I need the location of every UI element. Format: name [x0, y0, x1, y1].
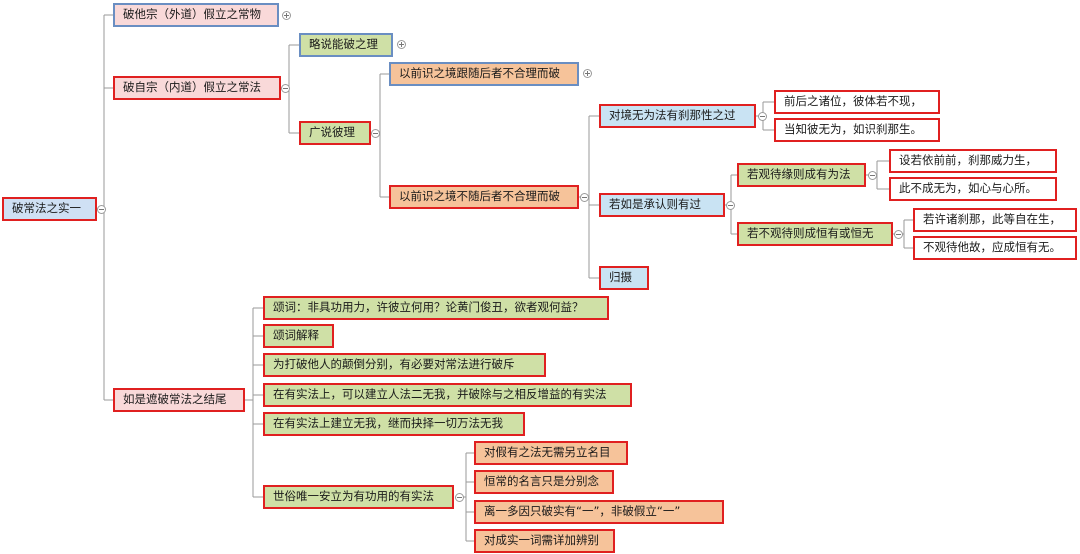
- verse-line[interactable]: 此不成无为，如心与心所。: [889, 177, 1057, 201]
- node-verse[interactable]: 颂词：非具功用力，许彼立何用？论黄门俊丑，欲者观何益？: [263, 296, 609, 320]
- collapse-toggle-icon[interactable]: [455, 493, 464, 502]
- verse-line[interactable]: 不观待他故，应成恒有无。: [913, 236, 1077, 260]
- verse-line[interactable]: 当知彼无为，如识刹那生。: [774, 118, 940, 142]
- collapse-toggle-icon[interactable]: [580, 193, 589, 202]
- collapse-toggle-icon[interactable]: [726, 201, 735, 210]
- node-establish-all-selflessness[interactable]: 在有实法上建立无我，继而抉择一切万法无我: [263, 412, 525, 436]
- node-establish-two-selflessness[interactable]: 在有实法上，可以建立人法二无我，并破除与之相反增益的有实法: [263, 383, 632, 407]
- collapse-toggle-icon[interactable]: [281, 84, 290, 93]
- collapse-toggle-icon[interactable]: [868, 171, 877, 180]
- node-worldly-point[interactable]: 恒常的名言只是分别念: [474, 470, 614, 494]
- node-unconditioned-fault[interactable]: 对境无为法有刹那性之过: [599, 104, 756, 128]
- branch-outer-school[interactable]: 破他宗（外道）假立之常物: [113, 3, 279, 27]
- branch-inner-school[interactable]: 破自宗（内道）假立之常法: [113, 76, 281, 100]
- verse-line[interactable]: 前后之诸位，彼体若不现，: [774, 90, 940, 114]
- node-follow-later[interactable]: 以前识之境跟随后者不合理而破: [389, 62, 579, 86]
- node-summary[interactable]: 归摄: [599, 266, 649, 290]
- node-worldly-point[interactable]: 对成实一词需详加辨别: [474, 529, 615, 553]
- collapse-toggle-icon[interactable]: [97, 205, 106, 214]
- node-worldly-point[interactable]: 离一多因只破实有“一”，非破假立“一”: [474, 500, 724, 524]
- node-worldly-point[interactable]: 对假有之法无需另立名目: [474, 441, 628, 465]
- node-not-follow-later[interactable]: 以前识之境不随后者不合理而破: [389, 185, 579, 209]
- node-brief-explanation[interactable]: 略说能破之理: [299, 33, 393, 57]
- expand-toggle-icon[interactable]: [397, 40, 406, 49]
- collapse-toggle-icon[interactable]: [758, 112, 767, 121]
- collapse-toggle-icon[interactable]: [894, 230, 903, 239]
- node-refute-reason[interactable]: 为打破他人的颠倒分别，有必要对常法进行破斥: [263, 353, 546, 377]
- node-accept-fault[interactable]: 若如是承认则有过: [599, 193, 725, 217]
- node-not-depend[interactable]: 若不观待则成恒有或恒无: [737, 222, 893, 246]
- node-extensive-explanation[interactable]: 广说彼理: [299, 121, 371, 145]
- verse-line[interactable]: 若许诸刹那，此等自在生，: [913, 208, 1077, 232]
- expand-toggle-icon[interactable]: [583, 69, 592, 78]
- collapse-toggle-icon[interactable]: [371, 129, 380, 138]
- root-node[interactable]: 破常法之实一: [2, 197, 97, 221]
- expand-toggle-icon[interactable]: [282, 11, 291, 20]
- node-worldly-functional[interactable]: 世俗唯一安立为有功用的有实法: [263, 485, 454, 509]
- branch-conclusion[interactable]: 如是遮破常法之结尾: [113, 388, 245, 412]
- node-verse-explanation[interactable]: 颂词解释: [263, 324, 334, 348]
- node-depend-conditions[interactable]: 若观待缘则成有为法: [737, 163, 866, 187]
- verse-line[interactable]: 设若依前前，刹那威力生，: [889, 149, 1057, 173]
